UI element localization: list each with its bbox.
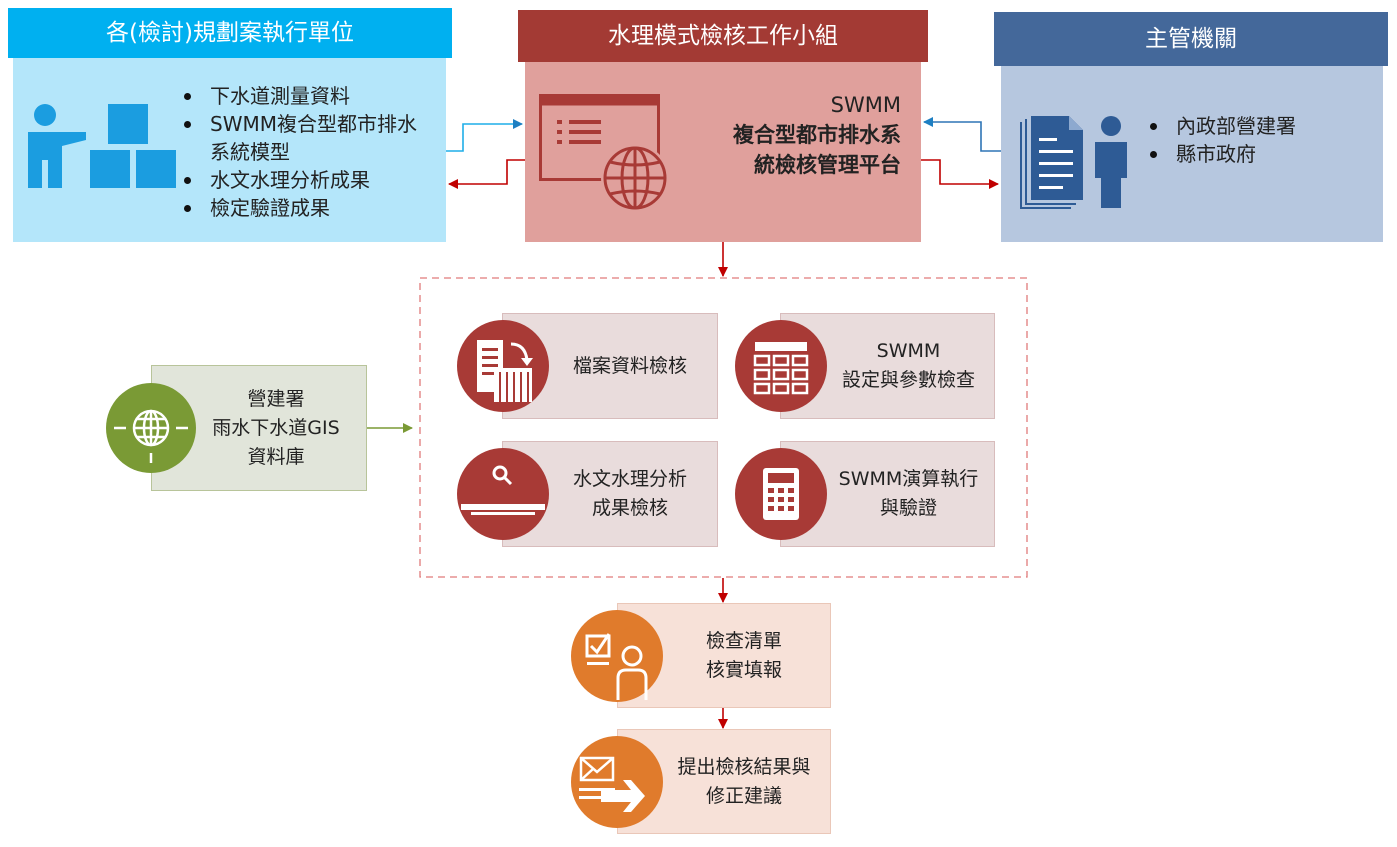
exec-line1: SWMM演算執行 (838, 468, 979, 490)
authority-list: 內政部營建署 縣市政府 (1144, 112, 1364, 168)
hydro-check-badge (457, 448, 549, 540)
param-line2: 設定與參數檢查 (841, 369, 975, 391)
workgroup-panel: SWMM 複合型都市排水系 統檢核管理平台 (525, 62, 921, 242)
platform-line1: SWMM (830, 93, 901, 117)
result-line1: 提出檢核結果與 (677, 755, 811, 778)
workgroup-header: 水理模式檢核工作小組 (518, 10, 928, 62)
authority-panel: 內政部營建署 縣市政府 (1001, 66, 1383, 242)
search-laptop-icon (461, 465, 545, 515)
file-check-label: 檔案資料檢核 (572, 354, 687, 377)
file-check-badge (457, 320, 549, 412)
send-mail-icon (579, 756, 645, 812)
platform-line3: 統檢核管理平台 (754, 153, 901, 177)
checklist-line2: 核實填報 (705, 658, 782, 681)
exec-check-card: SWMM演算執行 與驗證 (780, 441, 995, 547)
arrow-workgroup-to-units (448, 159, 525, 189)
arrow-authority-to-workgroup (923, 117, 1001, 152)
documents-table-icon (477, 340, 533, 402)
presenter-icon (28, 104, 176, 188)
table-grid-icon (753, 342, 809, 395)
platform-title: SWMM 複合型都市排水系 統檢核管理平台 (733, 90, 901, 180)
exec-line2: 與驗證 (879, 497, 937, 519)
arrow-workgroup-to-authority (921, 159, 999, 189)
globe-icon (114, 409, 188, 463)
units-list: 下水道測量資料 SWMM複合型都市排水系統模型 水文水理分析成果 檢定驗證成果 (178, 82, 418, 222)
gis-card: 營建署 雨水下水道GIS 資料庫 (151, 365, 367, 491)
authority-header: 主管機關 (994, 12, 1388, 66)
web-platform-icon (539, 94, 669, 212)
units-item: 下水道測量資料 (178, 82, 418, 110)
arrow-units-to-workgroup (446, 119, 523, 152)
gis-line3: 資料庫 (247, 445, 305, 468)
result-line2: 修正建議 (705, 784, 782, 807)
documents-person-icon (1020, 116, 1127, 209)
units-item: SWMM複合型都市排水系統模型 (178, 110, 418, 166)
units-item: 水文水理分析成果 (178, 166, 418, 194)
units-panel: 下水道測量資料 SWMM複合型都市排水系統模型 水文水理分析成果 檢定驗證成果 (13, 58, 446, 242)
authority-item: 縣市政府 (1144, 140, 1364, 168)
gis-globe-badge (106, 383, 196, 473)
hydro-line1: 水文水理分析 (572, 468, 687, 490)
units-item: 檢定驗證成果 (178, 194, 418, 222)
hydro-line2: 成果檢核 (591, 497, 668, 519)
result-badge (571, 736, 663, 828)
checks-dashed-frame (419, 277, 1028, 578)
file-check-card: 檔案資料檢核 (502, 313, 718, 419)
calculator-icon (763, 468, 799, 520)
param-check-badge (735, 320, 827, 412)
authority-item: 內政部營建署 (1144, 112, 1364, 140)
checklist-person-icon (585, 633, 648, 700)
checklist-line1: 檢查清單 (705, 629, 782, 652)
exec-check-badge (735, 448, 827, 540)
units-header: 各(檢討)規劃案執行單位 (8, 8, 452, 58)
gis-line2: 雨水下水道GIS (212, 416, 340, 439)
checklist-badge (571, 610, 663, 702)
result-card: 提出檢核結果與 修正建議 (617, 729, 831, 834)
platform-line2: 複合型都市排水系 (733, 123, 901, 147)
param-line1: SWMM (876, 340, 941, 362)
gis-line1: 營建署 (247, 387, 305, 410)
